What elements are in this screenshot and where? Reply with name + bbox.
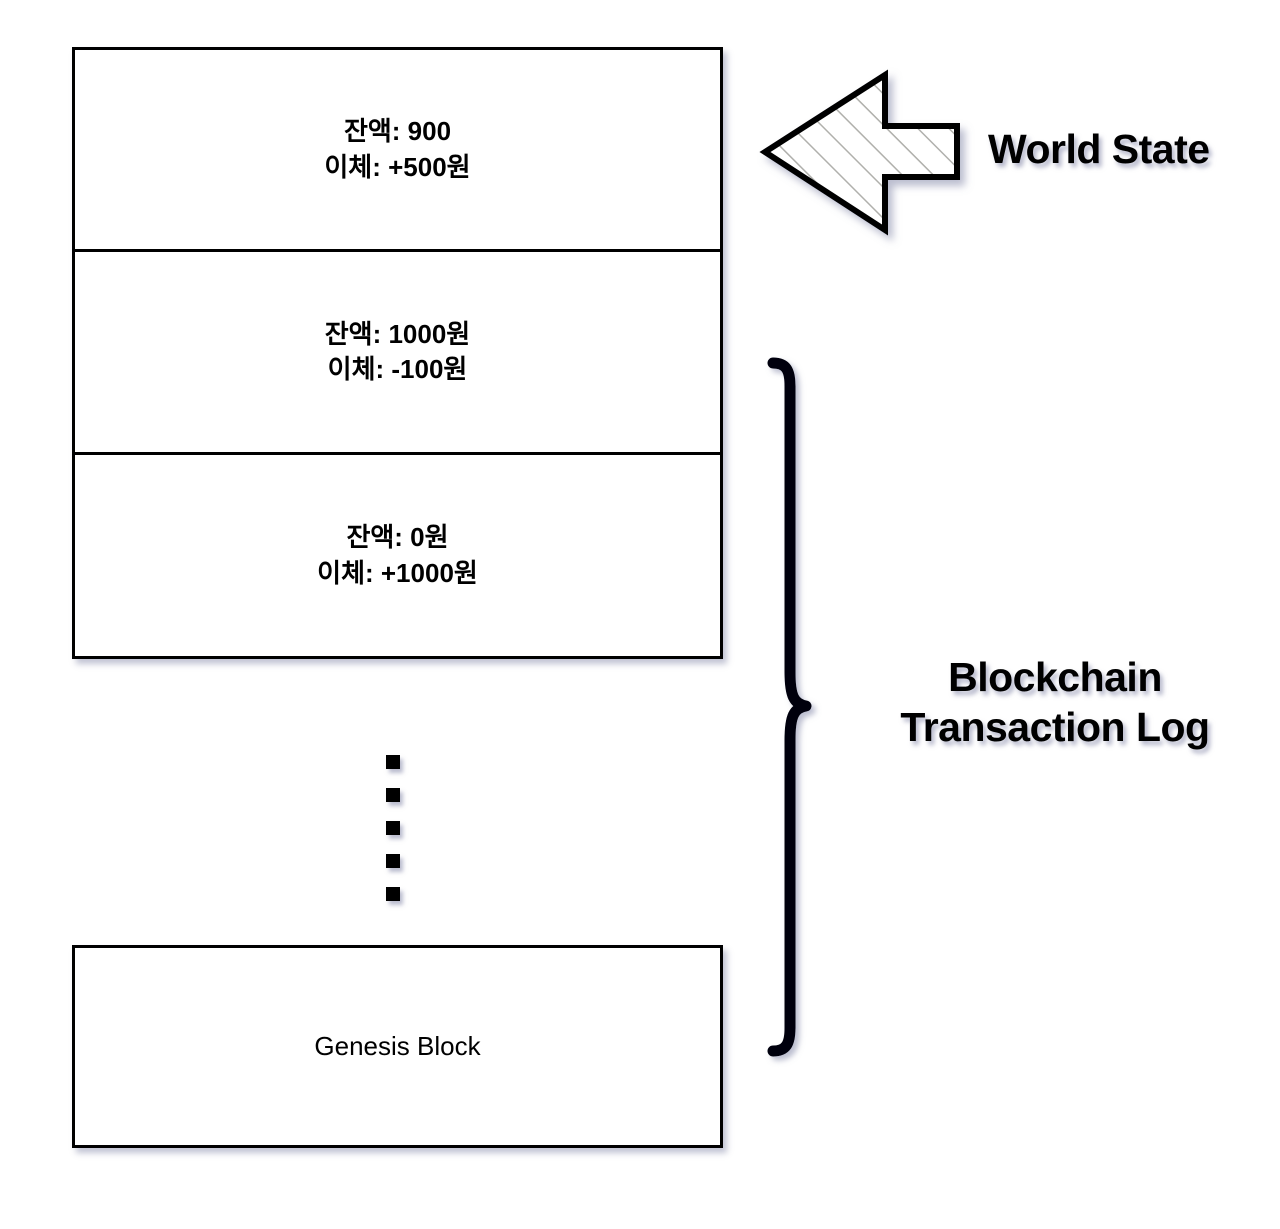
block-middle-transfer: 이체: -100원: [327, 354, 468, 384]
ellipsis-dot-5: [386, 887, 400, 901]
ellipsis-dot-3: [386, 821, 400, 835]
transaction-log-label-line2: Transaction Log: [900, 704, 1210, 751]
block-middle-balance: 잔액: 1000원: [324, 318, 471, 349]
transaction-log-label: Blockchain Transaction Log: [830, 652, 1280, 752]
transaction-log-label-line1: Blockchain: [948, 654, 1162, 700]
block-top: 잔액: 900 이체: +500원: [75, 50, 720, 252]
world-state-label: World State: [988, 126, 1210, 172]
block-middle: 잔액: 1000원 이체: -100원: [75, 252, 720, 455]
block-top-transfer: 이체: +500원: [324, 151, 471, 182]
curly-brace-right-icon: [762, 352, 818, 1062]
block-top-balance: 잔액: 900: [343, 116, 452, 147]
block-bottom-balance: 잔액: 0원: [346, 522, 449, 553]
ellipsis-dot-1: [386, 755, 400, 769]
vertical-ellipsis-icon: [383, 755, 403, 901]
block-bottom: 잔액: 0원 이체: +1000원: [75, 455, 720, 656]
genesis-block: Genesis Block: [72, 945, 723, 1148]
ellipsis-dot-2: [386, 788, 400, 802]
block-bottom-transfer: 이체: +1000원: [317, 557, 478, 588]
genesis-block-label: Genesis Block: [314, 1031, 481, 1061]
block-stack: 잔액: 900 이체: +500원 잔액: 1000원 이체: -100원 잔액…: [72, 47, 723, 659]
left-arrow-hatched-icon: [757, 62, 969, 244]
ellipsis-dot-4: [386, 854, 400, 868]
